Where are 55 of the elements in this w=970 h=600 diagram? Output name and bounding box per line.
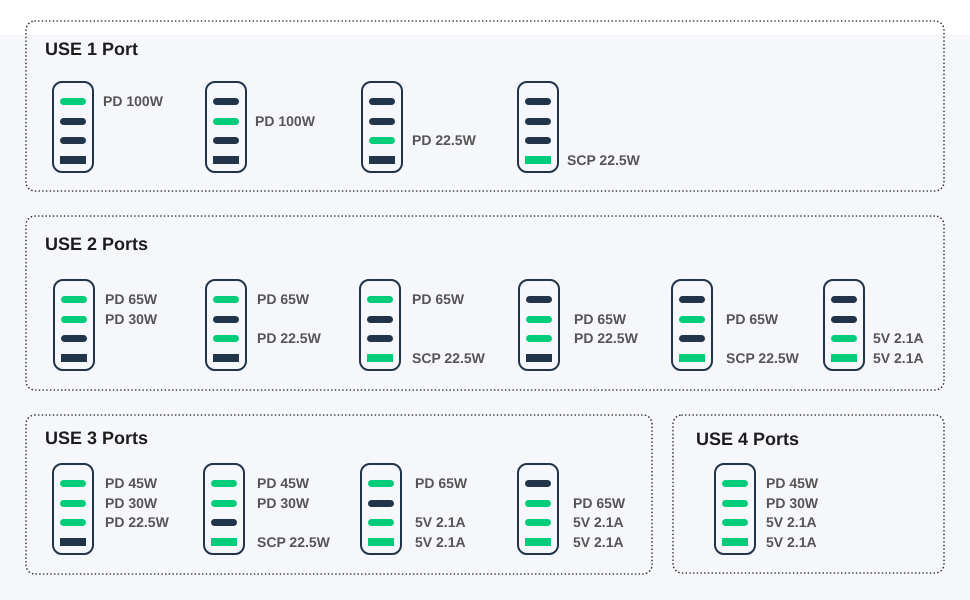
port-label: 5V 2.1A bbox=[573, 534, 624, 550]
port-label: PD 22.5W bbox=[412, 132, 476, 148]
port-label: PD 22.5W bbox=[257, 330, 321, 346]
charger-body bbox=[361, 81, 403, 173]
charger-body bbox=[53, 279, 95, 371]
port-label: SCP 22.5W bbox=[412, 350, 485, 366]
port-label: PD 45W bbox=[257, 475, 310, 491]
section-heading: USE 2 Ports bbox=[45, 233, 148, 256]
port-label: PD 65W bbox=[573, 495, 626, 511]
section-panel bbox=[25, 215, 945, 391]
section-heading: USE 1 Port bbox=[45, 38, 138, 61]
port-label: SCP 22.5W bbox=[257, 534, 330, 550]
port-label: 5V 2.1A bbox=[766, 534, 817, 550]
charger-body bbox=[52, 463, 94, 555]
section-panel bbox=[25, 414, 653, 575]
charger-body bbox=[359, 279, 401, 371]
port-label: SCP 22.5W bbox=[567, 152, 640, 168]
charger-body bbox=[52, 81, 94, 173]
section-heading: USE 3 Ports bbox=[45, 427, 148, 450]
port-label: 5V 2.1A bbox=[415, 514, 466, 530]
port-label: PD 100W bbox=[103, 93, 163, 109]
port-label: PD 65W bbox=[257, 291, 310, 307]
port-label: 5V 2.1A bbox=[766, 514, 817, 530]
charger-body bbox=[517, 463, 559, 555]
port-label: 5V 2.1A bbox=[415, 534, 466, 550]
charger-body bbox=[518, 279, 560, 371]
charger-body bbox=[671, 279, 713, 371]
section-panel bbox=[25, 20, 945, 192]
port-label: PD 65W bbox=[574, 311, 626, 327]
port-label: 5V 2.1A bbox=[873, 350, 924, 366]
port-label: PD 45W bbox=[105, 475, 158, 491]
charger-body bbox=[360, 463, 402, 555]
charger-body bbox=[517, 81, 559, 173]
charger-body bbox=[203, 463, 245, 555]
port-label: PD 65W bbox=[726, 311, 778, 327]
port-label: SCP 22.5W bbox=[726, 350, 799, 366]
port-label: 5V 2.1A bbox=[873, 330, 924, 346]
charger-body bbox=[205, 279, 247, 371]
port-label: PD 100W bbox=[255, 113, 315, 129]
charger-body bbox=[714, 463, 756, 555]
charger-body bbox=[823, 279, 865, 371]
port-label: PD 65W bbox=[412, 291, 464, 307]
port-label: PD 30W bbox=[766, 495, 818, 511]
port-label: PD 65W bbox=[415, 475, 468, 491]
charger-body bbox=[205, 81, 247, 173]
section-panel bbox=[672, 414, 945, 574]
port-label: PD 65W bbox=[105, 291, 158, 307]
port-label: PD 45W bbox=[766, 475, 818, 491]
port-label: PD 22.5W bbox=[105, 514, 169, 530]
port-label: PD 22.5W bbox=[574, 330, 638, 346]
port-label: PD 30W bbox=[257, 495, 310, 511]
port-label: PD 30W bbox=[105, 311, 158, 327]
port-label: PD 30W bbox=[105, 495, 158, 511]
port-label: 5V 2.1A bbox=[573, 514, 624, 530]
section-heading: USE 4 Ports bbox=[696, 428, 800, 451]
